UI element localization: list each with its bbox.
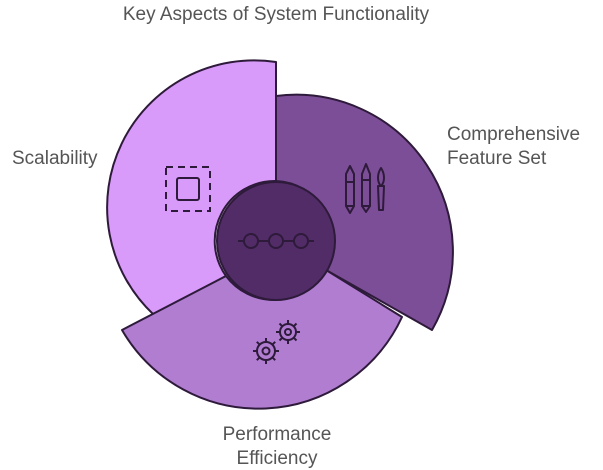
diagram-title: Key Aspects of System Functionality (123, 4, 430, 25)
connected-nodes-icon (238, 233, 314, 249)
gears-icon (253, 320, 300, 364)
center-hub (216, 181, 336, 301)
segment-scalability (106, 59, 277, 316)
label-scalability: Scalability (12, 148, 98, 169)
label-performance-line-1: Performance (223, 424, 332, 445)
label-performance-line-2: Efficiency (237, 448, 318, 469)
dashed-square-icon (165, 166, 211, 212)
label-comprehensive-line-1: Comprehensive (447, 124, 580, 145)
label-comprehensive-line-2: Feature Set (447, 148, 547, 169)
pens-and-brush-icon (345, 163, 385, 214)
